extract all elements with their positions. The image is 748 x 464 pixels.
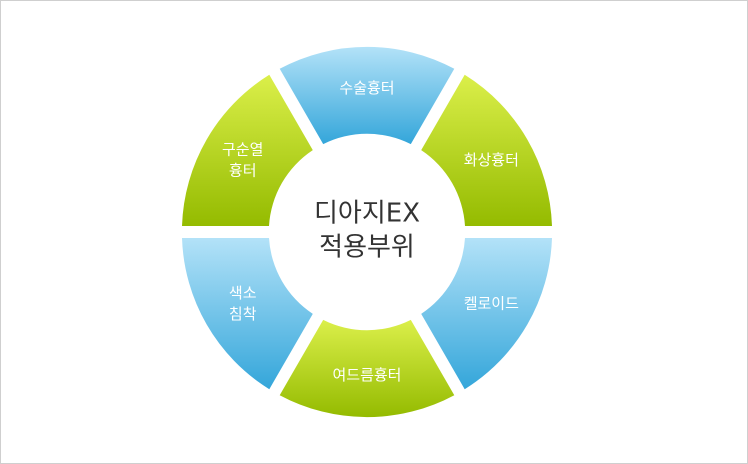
segment-lower-left xyxy=(182,238,313,390)
segment-bottom xyxy=(279,319,455,418)
segment-label-upper-left-2: 흉터 xyxy=(229,161,257,179)
segment-label-lower-left-1: 색소 xyxy=(229,284,257,302)
segment-label-bottom: 여드름흉터 xyxy=(332,366,401,384)
segment-label-lower-left-2: 침착 xyxy=(229,305,257,323)
segment-lower-right xyxy=(421,238,552,390)
segment-upper-left xyxy=(182,74,313,226)
segment-label-upper-right: 화상흉터 xyxy=(464,151,519,169)
segment-label-lower-right: 켈로이드 xyxy=(464,294,519,312)
segment-upper-right xyxy=(421,74,552,226)
segment-label-top: 수술흉터 xyxy=(339,79,394,97)
segment-top xyxy=(279,46,455,145)
center-title-line1: 디아지EX xyxy=(314,199,420,229)
center-title: 디아지EX 적용부위 xyxy=(314,199,420,263)
segment-label-upper-left-1: 구순열 xyxy=(222,140,263,158)
center-title-line2: 적용부위 xyxy=(319,233,415,263)
